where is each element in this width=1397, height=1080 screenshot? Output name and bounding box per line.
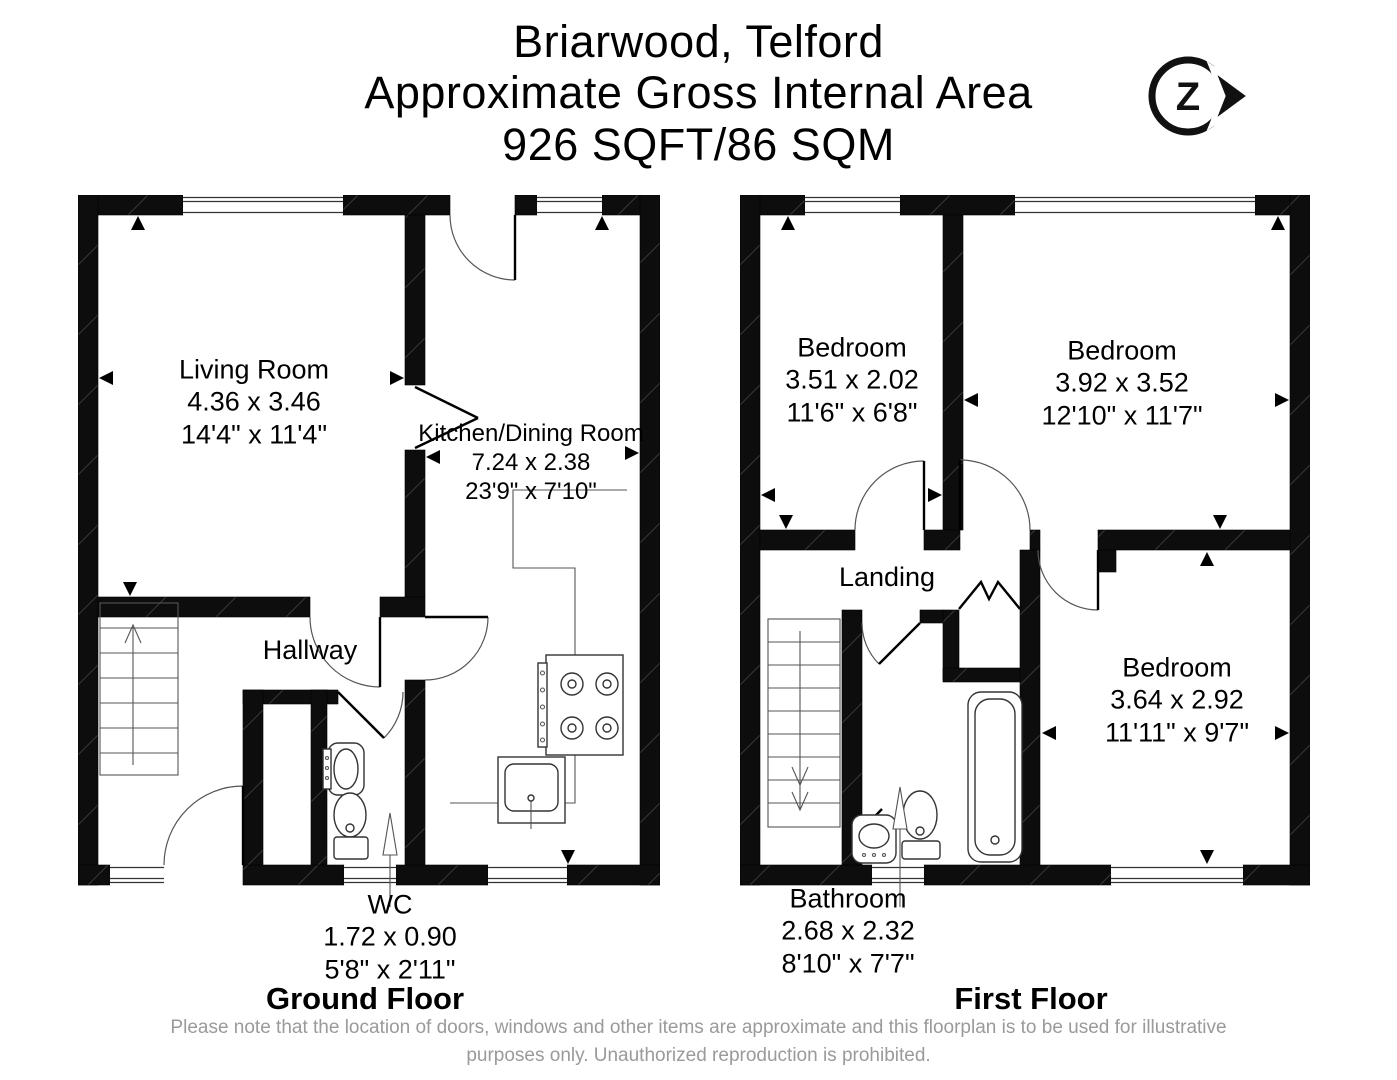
living-room-door [309,616,382,688]
ff-walls [740,195,1310,886]
bedroom1-label: Bedroom 3.51 x 2.02 11'6" x 6'8" [785,331,919,428]
gf-wc-fixtures [322,742,398,907]
room-name: Bedroom [1122,652,1232,683]
back-door [449,214,517,281]
room-dim-imperial: 14'4" x 11'4" [180,419,328,450]
room-name: WC [367,889,413,920]
gf-dimension-arrows [99,216,639,864]
room-name: Bedroom [797,332,907,363]
bedroom2-label: Bedroom 3.92 x 3.52 12'10" x 11'7" [1041,334,1202,431]
room-name: Bathroom [789,883,907,914]
front-door [163,785,245,866]
bathroom-label-pointer [892,786,908,907]
window [1015,195,1255,215]
room-name: Landing [838,561,936,592]
bedroom3-label: Bedroom 3.64 x 2.92 11'11" x 9'7" [1105,651,1249,748]
wc-basin-icon [322,742,365,796]
cupboard-bifold-door [958,579,1021,610]
first-floor-caption: First Floor [954,981,1108,1016]
stairs-down-arrow [791,631,809,812]
room-name: Living Room [178,354,330,385]
ff-stairs [767,618,841,828]
room-dim-imperial: 8'10" x 7'7" [781,948,915,979]
room-dim-imperial: 11'11" x 9'7" [1104,717,1250,748]
window [488,865,567,885]
title-address: Briarwood, Telford [513,16,884,67]
bath-icon [967,691,1023,863]
room-dim-metric: 1.72 x 0.90 [323,921,457,952]
stove-icon [537,654,624,756]
landing-label: Landing [839,561,935,593]
stairs-up-arrow [124,623,142,765]
room-dim-metric: 2.68 x 2.32 [781,915,915,946]
kitchen-counter [450,489,627,804]
bathroom-label: Bathroom 2.68 x 2.32 8'10" x 7'7" [781,882,915,979]
wc-label: WC 1.72 x 0.90 5'8" x 2'11" [323,888,457,985]
ff-basin-icon [851,808,897,864]
window [183,195,343,215]
compass-arrow [1206,60,1255,132]
gf-doors [163,214,517,866]
ff-windows [805,195,1255,885]
ff-doors [854,459,1100,665]
kitchen-sink-icon [497,756,566,829]
wc-toilet-icon [333,792,369,860]
room-dim-imperial: 5'8" x 2'11" [324,954,456,985]
room-dim-metric: 3.51 x 2.02 [785,364,919,395]
wc-label-pointer [382,812,398,907]
window [1111,865,1243,885]
room-dim-metric: 3.64 x 2.92 [1110,684,1244,715]
room-name: Bedroom [1067,335,1177,366]
ff-bathroom-fixtures [851,691,1023,907]
room-dim-metric: 3.92 x 3.52 [1055,367,1189,398]
room-dim-imperial: 11'6" x 6'8" [786,397,918,428]
room-dim-imperial: 12'10" x 11'7" [1041,400,1203,431]
ff-toilet-icon [901,790,941,860]
living-room-label: Living Room 4.36 x 3.46 14'4" x 11'4" [179,353,329,450]
title-area-value: 926 SQFT/86 SQM [502,118,895,170]
compass-letter: Z [1176,75,1200,119]
room-name: Hallway [262,634,358,665]
gf-walls [78,195,660,886]
room-name: Kitchen/Dining Room [418,419,644,447]
hallway-label: Hallway [263,634,358,666]
window [110,865,164,885]
ground-floor-caption: Ground Floor [265,981,465,1016]
bathroom-door [861,622,921,665]
bedroom1-door [854,460,926,531]
title-area-caption: Approximate Gross Internal Area [364,67,1033,119]
room-dim-metric: 4.36 x 3.46 [187,386,321,417]
living-kitchen-opening [414,385,479,450]
window [872,865,924,885]
ff-dimension-arrows [761,216,1289,864]
window [805,195,900,215]
first-floor-plan [740,195,1310,907]
compass-icon: Z [1148,56,1255,136]
gf-kitchen-fixtures [450,489,627,829]
bedroom2-door [958,459,1031,531]
kitchen-label: Kitchen/Dining Room 7.24 x 2.38 23'9" x … [418,420,643,506]
kitchen-door [424,615,489,681]
window [537,195,602,215]
wc-door [337,691,404,739]
bedroom3-door [1037,549,1100,611]
ground-floor-plan [78,195,660,907]
room-dim-metric: 7.24 x 2.38 [471,448,591,476]
gf-stairs [99,602,179,776]
room-dim-imperial: 23'9" x 7'10" [465,477,597,505]
gf-windows [110,195,602,885]
disclaimer-text: Please note that the location of doors, … [170,1017,1227,1066]
page-title: Briarwood, Telford Approximate Gross Int… [0,16,1397,170]
window [344,865,396,885]
